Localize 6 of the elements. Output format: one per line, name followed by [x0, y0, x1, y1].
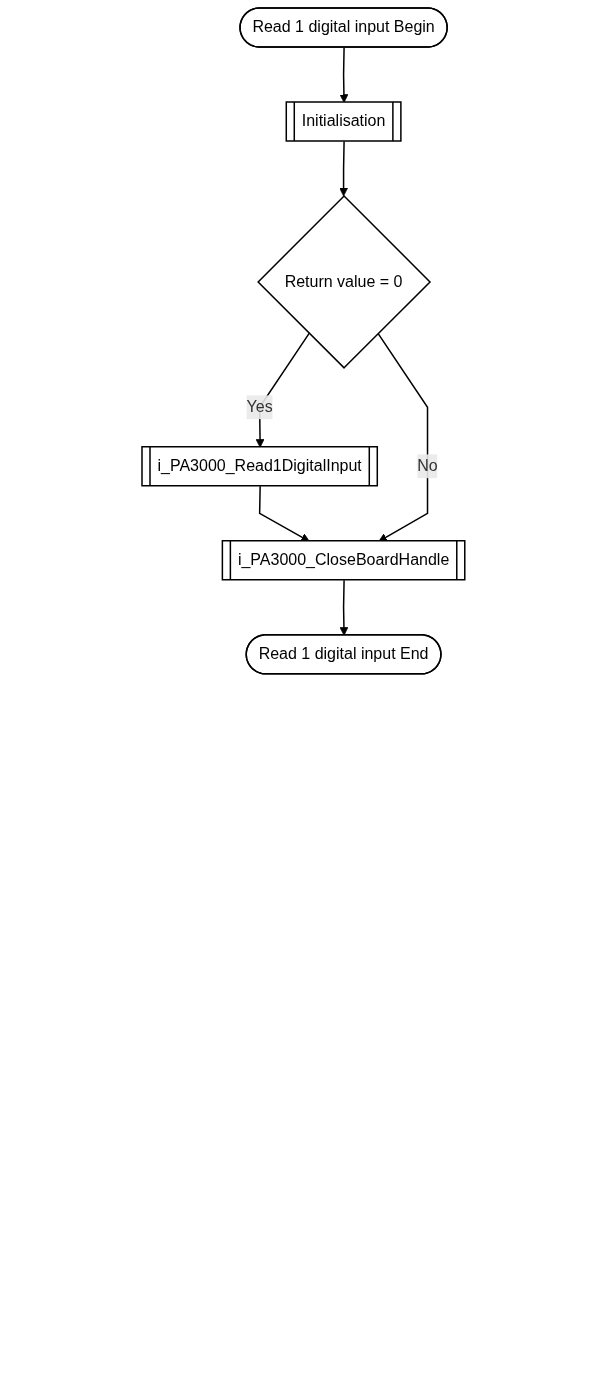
edge-label: Yes [246, 398, 273, 416]
edge-label: No [417, 457, 438, 475]
arrow [339, 46, 349, 103]
node-diamond: Return value = 0 [257, 194, 432, 369]
arrow [339, 140, 349, 197]
arrow [339, 579, 349, 636]
